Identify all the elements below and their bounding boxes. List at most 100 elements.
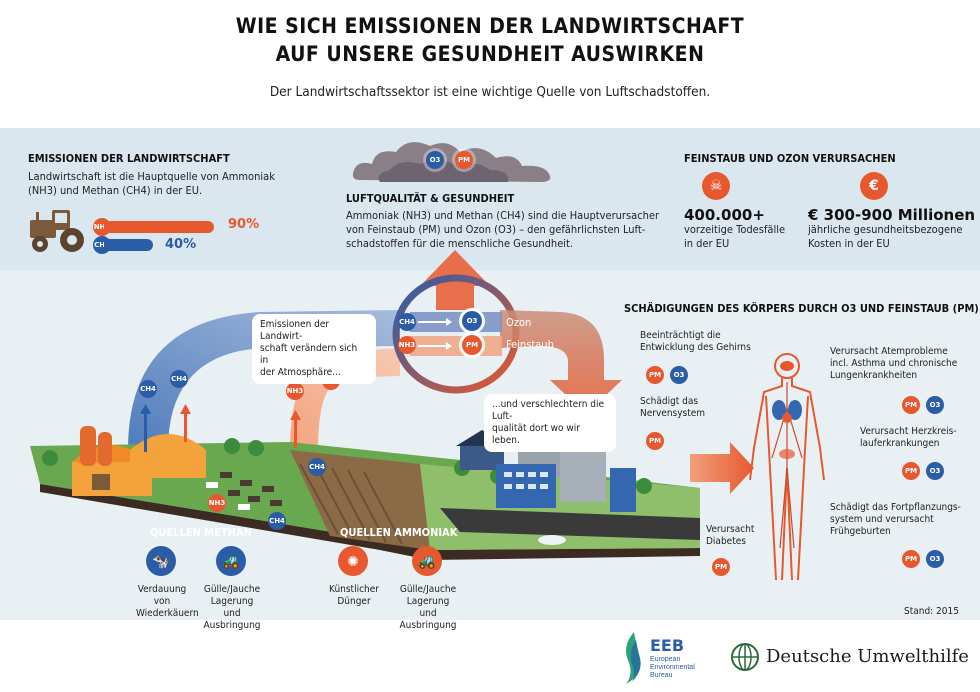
breath-pm-icon: PM (902, 396, 920, 414)
air-text-line-3: schadstoffen für die menschliche Gesundh… (346, 237, 574, 250)
diabetes-text: Verursacht Diabetes (706, 524, 754, 548)
eeb-sub-line: European (650, 656, 681, 663)
ring-nh3-marker: NH3 (398, 336, 416, 354)
euro-icon: € (860, 172, 888, 200)
repro-line-3: Frühgeburten (830, 526, 891, 537)
down-arrow (500, 310, 622, 414)
nerve-text: Schädigt das Nervensystem (640, 396, 705, 420)
deaths-line-2: in der EU (684, 237, 730, 250)
breath-line-2: incl. Asthma und chronische (830, 358, 958, 369)
deaths-text: vorzeitige Todesfälle in der EU (684, 223, 785, 251)
repro-pm-icon: PM (902, 550, 920, 568)
ch4-bar (104, 239, 153, 251)
emissions-heading: EMISSIONEN DER LANDWIRTSCHAFT (28, 152, 230, 165)
brain-pm-icon: PM (646, 366, 664, 384)
breath-line-3: Lungenkrankheiten (830, 370, 918, 381)
title-line-1: WIE SICH EMISSIONEN DER LANDWIRTSCHAFT (235, 14, 745, 38)
cloud-icon (352, 142, 551, 182)
duh-logo-text: Deutsche Umwelthilfe (766, 646, 969, 667)
tractor-icon (30, 210, 84, 252)
cost-line-1: jährliche gesundheitsbezogene (808, 223, 963, 236)
heart-text: Verursacht Herzkreis- laufer­krankungen (860, 426, 957, 450)
manure-tractor-icon: 🚜 (216, 546, 246, 576)
source-label-line: Künstlicher (329, 584, 379, 595)
eeb-sub-line: Environmental (650, 664, 695, 671)
brain-o3-icon: O3 (670, 366, 688, 384)
emissions-text-line-2: (NH3) und Methan (CH4) in der EU. (28, 184, 203, 197)
page-subtitle: Der Landwirtschaftssektor ist eine wicht… (269, 84, 711, 100)
heart-pm-icon: PM (902, 462, 920, 480)
scene-ch4-marker: CH4 (308, 458, 326, 476)
breath-o3-icon: O3 (926, 396, 944, 414)
brain-line-1: Beeinträchtigt die (640, 330, 721, 341)
source-label-line: Dünger (337, 596, 371, 607)
source-label-line: Lagerung und (406, 596, 450, 619)
diabetes-line-2: Diabetes (706, 536, 746, 547)
nerve-pm-icon: PM (646, 432, 664, 450)
to-body-arrow (690, 442, 754, 494)
source-label-line: Ausbringung (399, 620, 457, 631)
source-label-line: von (153, 596, 171, 607)
breath-line-1: Verursacht Atemprobleme (830, 346, 948, 357)
cloud-o3-icon: O3 (426, 151, 444, 169)
eeb-logo-text: EEB (650, 636, 685, 655)
nh3-bar-value: 90% (228, 217, 260, 232)
info-band (0, 128, 980, 270)
ozon-label: Ozon (506, 316, 532, 329)
atmosphere-bubble: Emissionen der Landwirt- schaft veränder… (252, 314, 376, 384)
feinstaub-label: Feinstaub (506, 338, 554, 351)
eeb-sub-line: Bureau (650, 672, 673, 679)
breath-text: Verursacht Atemprobleme incl. Asthma und… (830, 346, 957, 382)
brain-line-2: Entwicklung des Gehirns (640, 342, 751, 353)
ring-ch4-marker: CH4 (398, 313, 416, 331)
source-label: Verdauung von Wiederkäuern (136, 584, 199, 620)
scene-ch4-marker: CH4 (268, 512, 286, 530)
source-label-line: Verdauung (137, 584, 187, 595)
eeb-logo-subtitle: European Environmental Bureau (650, 656, 695, 680)
repro-line-2: system und verursacht (830, 514, 934, 525)
ring-pm-marker: PM (462, 335, 482, 355)
source-label-line: Wiederkäuern (136, 608, 199, 619)
body-effects-heading: SCHÄDIGUNGEN DES KÖRPERS DURCH O3 UND FE… (624, 302, 979, 315)
cost-text: jährliche gesundheitsbezogene Kosten in … (808, 223, 962, 251)
source-label: Künstlicher Dünger (326, 584, 382, 608)
air-text-line-2: von Feinstaub (PM) und Ozon (O3) – den g… (346, 223, 646, 236)
scene-nh3-marker: NH3 (208, 494, 226, 512)
source-label-line: Gülle/Jauche (203, 584, 261, 595)
stand-date: Stand: 2015 (904, 606, 959, 617)
fertilizer-icon: ✺ (338, 546, 368, 576)
nh3-bar (104, 221, 214, 233)
ch4-bar-value: 40% (165, 237, 197, 252)
nerve-line-2: Nervensystem (640, 408, 706, 419)
scene-ch4-marker: CH4 (139, 380, 157, 398)
manure-tractor-icon: 🚜 (412, 546, 442, 576)
bubble1-line-3: der Atmosphäre... (260, 367, 341, 378)
air-heading: LUFTQUALITÄT & GESUNDHEIT (346, 192, 515, 205)
repro-line-1: Schädigt das Fortpflanzungs- (830, 502, 961, 513)
duh-globe-icon (731, 643, 759, 671)
title-line-2: AUF UNSERE GESUNDHEIT AUSWIRKEN (275, 42, 705, 66)
air-quality-bubble: ...und verschlechtern die Luft- qualität… (484, 394, 616, 452)
repro-text: Schädigt das Fortpflanzungs- system und … (830, 502, 961, 538)
source-label: Gülle/Jauche Lagerung und Ausbringung (398, 584, 458, 632)
stats-heading: FEINSTAUB UND OZON VERURSACHEN (684, 152, 896, 165)
ring-o3-marker: O3 (462, 311, 482, 331)
deaths-number: 400.000+ (684, 206, 765, 224)
source-label-line: Gülle/Jauche (399, 584, 457, 595)
bubble2-line-1: ...und verschlechtern die Luft- (492, 399, 605, 422)
diabetes-pm-icon: PM (712, 558, 730, 576)
deaths-line-1: vorzeitige Todesfälle (684, 223, 786, 236)
source-label-line: Lagerung und (210, 596, 254, 619)
air-text: Ammoniak (NH3) und Methan (CH4) sind die… (346, 209, 676, 251)
human-body-icon (749, 353, 825, 581)
heart-line-2: laufer­krankungen (860, 438, 940, 449)
eeb-logo-icon (626, 632, 641, 684)
source-label: Gülle/Jauche Lagerung und Ausbringung (202, 584, 262, 632)
cost-line-2: Kosten in der EU (808, 237, 890, 250)
page-title: WIE SICH EMISSIONEN DER LANDWIRTSCHAFT A… (0, 12, 980, 68)
heart-line-1: Verursacht Herzkreis- (860, 426, 957, 437)
skull-icon: ☠ (702, 172, 730, 200)
emissions-text: Landwirtschaft ist die Hauptquelle von A… (28, 170, 308, 198)
methane-sources-heading: QUELLEN METHAN (150, 526, 252, 539)
heart-o3-icon: O3 (926, 462, 944, 480)
